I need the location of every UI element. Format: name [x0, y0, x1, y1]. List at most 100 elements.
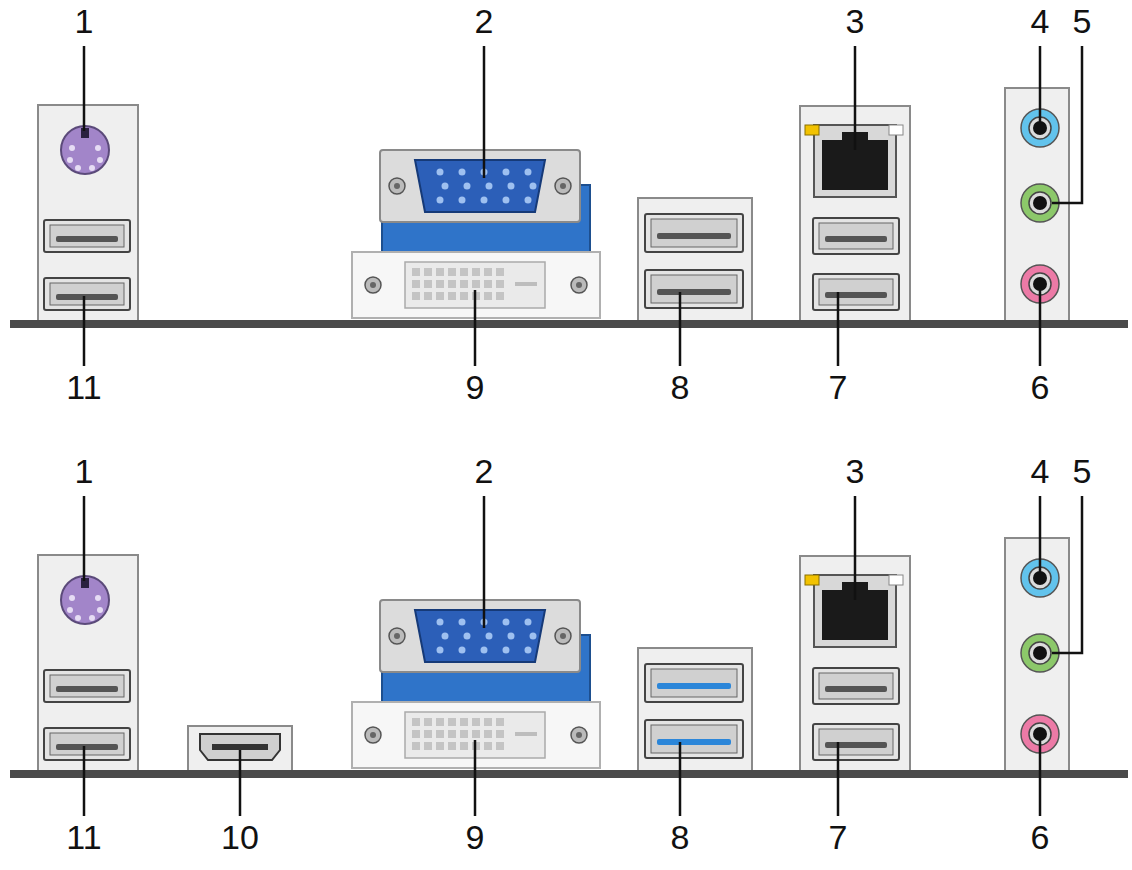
- usb-port-tongue: [56, 294, 118, 300]
- io-panel: [10, 46, 1128, 366]
- ps2-pin: [75, 615, 81, 621]
- dvi-blade: [515, 282, 537, 286]
- screw-center: [370, 732, 376, 738]
- usb-port-opening: [651, 669, 737, 697]
- vga-pin: [503, 619, 510, 626]
- vga-pin: [525, 647, 532, 654]
- usb-port: [813, 274, 899, 310]
- ps2-port: [61, 126, 109, 174]
- usb-port-tongue: [825, 742, 887, 748]
- callout-number: 4: [1031, 3, 1050, 40]
- callout-number: 6: [1031, 819, 1050, 856]
- screw: [389, 178, 405, 194]
- screw-center: [560, 633, 566, 639]
- dvi-pin: [448, 280, 456, 288]
- dvi-pin: [436, 280, 444, 288]
- vga-pin: [437, 619, 444, 626]
- callout-number: 2: [475, 3, 494, 40]
- ps2-pin: [75, 165, 81, 171]
- lan-led: [805, 125, 819, 135]
- dvi-pin: [472, 280, 480, 288]
- leader-line: [854, 496, 857, 600]
- usb-port-tongue: [657, 289, 731, 295]
- screw-center: [560, 183, 566, 189]
- vga-pin: [464, 183, 471, 190]
- vga-pin: [437, 197, 444, 204]
- leader-line: [483, 46, 486, 178]
- dvi-pin: [448, 742, 456, 750]
- screw-center: [576, 282, 582, 288]
- vga-pin: [459, 647, 466, 654]
- audio-housing: [1005, 88, 1069, 321]
- vga-pin: [486, 633, 493, 640]
- usb-port-tongue: [825, 236, 887, 242]
- usb-port-tongue: [56, 744, 118, 750]
- usb-port-tongue: [657, 739, 731, 745]
- usb-port-tongue: [56, 686, 118, 692]
- screw: [571, 277, 587, 293]
- ps2-port: [61, 576, 109, 624]
- dvi-pin: [496, 268, 504, 276]
- dvi-pin: [460, 280, 468, 288]
- usb-port-tongue: [825, 292, 887, 298]
- callout-number: 1: [75, 453, 94, 490]
- callout-number: 1: [75, 3, 94, 40]
- audio-jack-hole: [1033, 646, 1047, 660]
- vga-pin: [530, 633, 537, 640]
- vga-pin: [442, 183, 449, 190]
- ps2-pin: [89, 615, 95, 621]
- leader-line: [474, 740, 477, 816]
- dvi-pin: [412, 292, 420, 300]
- screw-center: [370, 282, 376, 288]
- dvi-pin: [436, 268, 444, 276]
- leader-line: [837, 292, 840, 366]
- callout-number: 3: [846, 453, 865, 490]
- usb-port-opening: [819, 729, 893, 755]
- vga-port: [415, 160, 545, 212]
- lan-led: [889, 575, 903, 585]
- usb-port-opening: [50, 733, 124, 755]
- ps2-pin: [97, 607, 103, 613]
- screw: [555, 628, 571, 644]
- leader-line: [1052, 496, 1082, 653]
- callout-number: 9: [466, 819, 485, 856]
- dvi-pin: [460, 292, 468, 300]
- panel-baseline: [10, 320, 1128, 328]
- dvi-pin: [496, 718, 504, 726]
- leader-line: [474, 290, 477, 366]
- vga-pin: [525, 169, 532, 176]
- leader-line: [1039, 496, 1042, 574]
- ps2-pin: [95, 595, 101, 601]
- dvi-pin: [484, 268, 492, 276]
- leader-line: [83, 46, 86, 131]
- vga-pin: [459, 619, 466, 626]
- dvi-pin: [472, 268, 480, 276]
- callout-number: 2: [475, 453, 494, 490]
- ps2-usb-housing: [38, 555, 138, 771]
- vga-pin: [437, 647, 444, 654]
- usb-port: [645, 720, 743, 758]
- vga-shell: [380, 150, 580, 222]
- dvi-pin: [472, 718, 480, 726]
- lan-led: [889, 125, 903, 135]
- vga-pin: [503, 169, 510, 176]
- dvi-pin: [484, 718, 492, 726]
- leader-line: [854, 46, 857, 150]
- usb-port-opening: [651, 725, 737, 753]
- panel-baseline: [10, 770, 1128, 778]
- vga-pin: [530, 183, 537, 190]
- screw: [365, 277, 381, 293]
- usb-port-tongue: [56, 236, 118, 242]
- dvi-pin: [412, 742, 420, 750]
- audio-jack-ring: [1029, 192, 1051, 214]
- dvi-pin: [472, 730, 480, 738]
- vga-pin: [437, 169, 444, 176]
- leader-line: [837, 742, 840, 816]
- usb-port: [813, 218, 899, 254]
- callout-number: 10: [221, 819, 259, 856]
- usb-port: [645, 664, 743, 702]
- leader-line: [679, 292, 682, 366]
- callout-number: 7: [829, 819, 848, 856]
- callout-number: 3: [846, 3, 865, 40]
- dvi-pin: [448, 268, 456, 276]
